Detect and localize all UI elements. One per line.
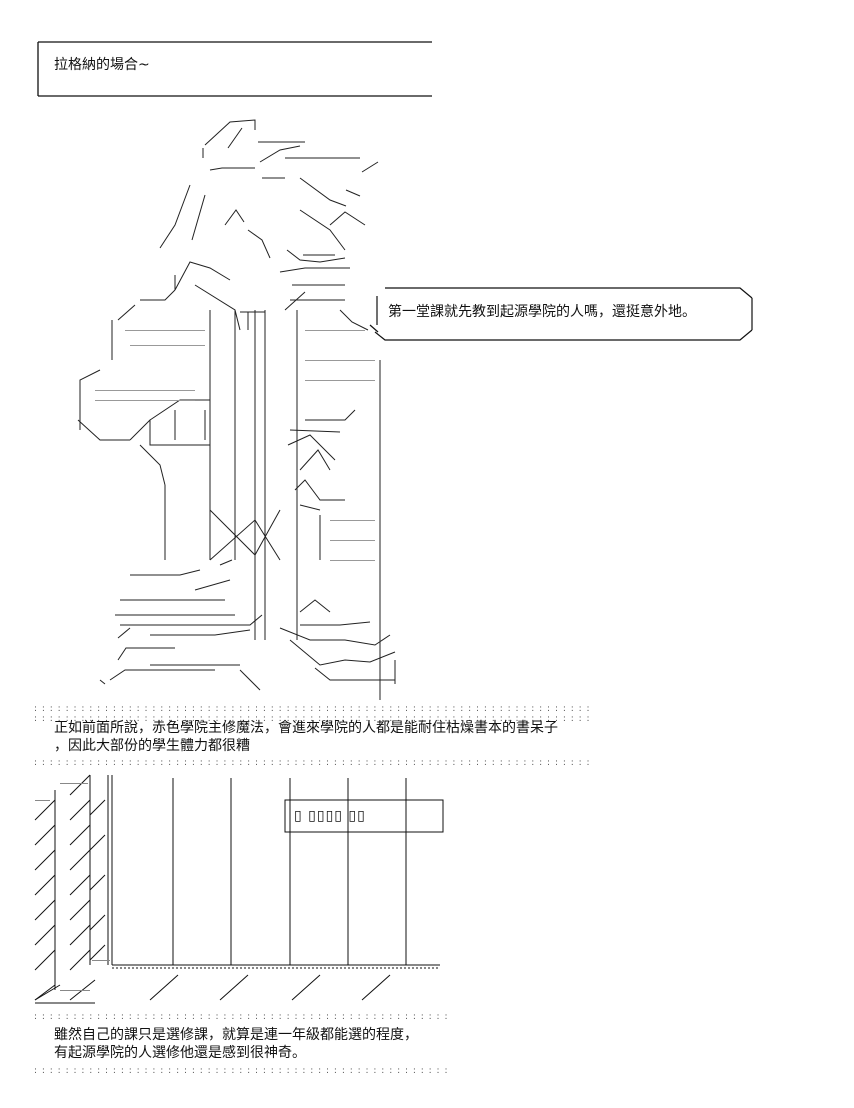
narration-1-line-1: 正如前面所說，赤色學院主修魔法，會進來學院的人都是能耐住枯燥書本的書呆子 xyxy=(54,720,558,736)
title-text: 拉格納的場合~ xyxy=(54,57,150,73)
narration-2-border-bottom: : : : : : : : : : : : : : : : : : : : : … xyxy=(34,1066,449,1076)
narration-2-border-top: : : : : : : : : : : : : : : : : : : : : … xyxy=(34,1012,449,1022)
narration-1-border-top: : : : : : : : : : : : : : : : : : : : : … xyxy=(34,704,591,714)
narration-2-line-2: 有起源學院的人選修他還是感到很神奇。 xyxy=(54,1045,306,1061)
classroom-sign-text: ▯ ▯▯▯▯ ▯▯ xyxy=(294,808,366,824)
speech-bubble-text: 第一堂課就先教到起源學院的人嗎，還挺意外地。 xyxy=(388,304,696,320)
narration-1-line-2: ，因此大部份的學生體力都很糟 xyxy=(54,738,250,754)
narration-2-line-1: 雖然自己的課只是選修課，就算是連一年級都能選的程度， xyxy=(54,1027,418,1043)
narration-1-border-bottom: : : : : : : : : : : : : : : : : : : : : … xyxy=(34,758,591,768)
